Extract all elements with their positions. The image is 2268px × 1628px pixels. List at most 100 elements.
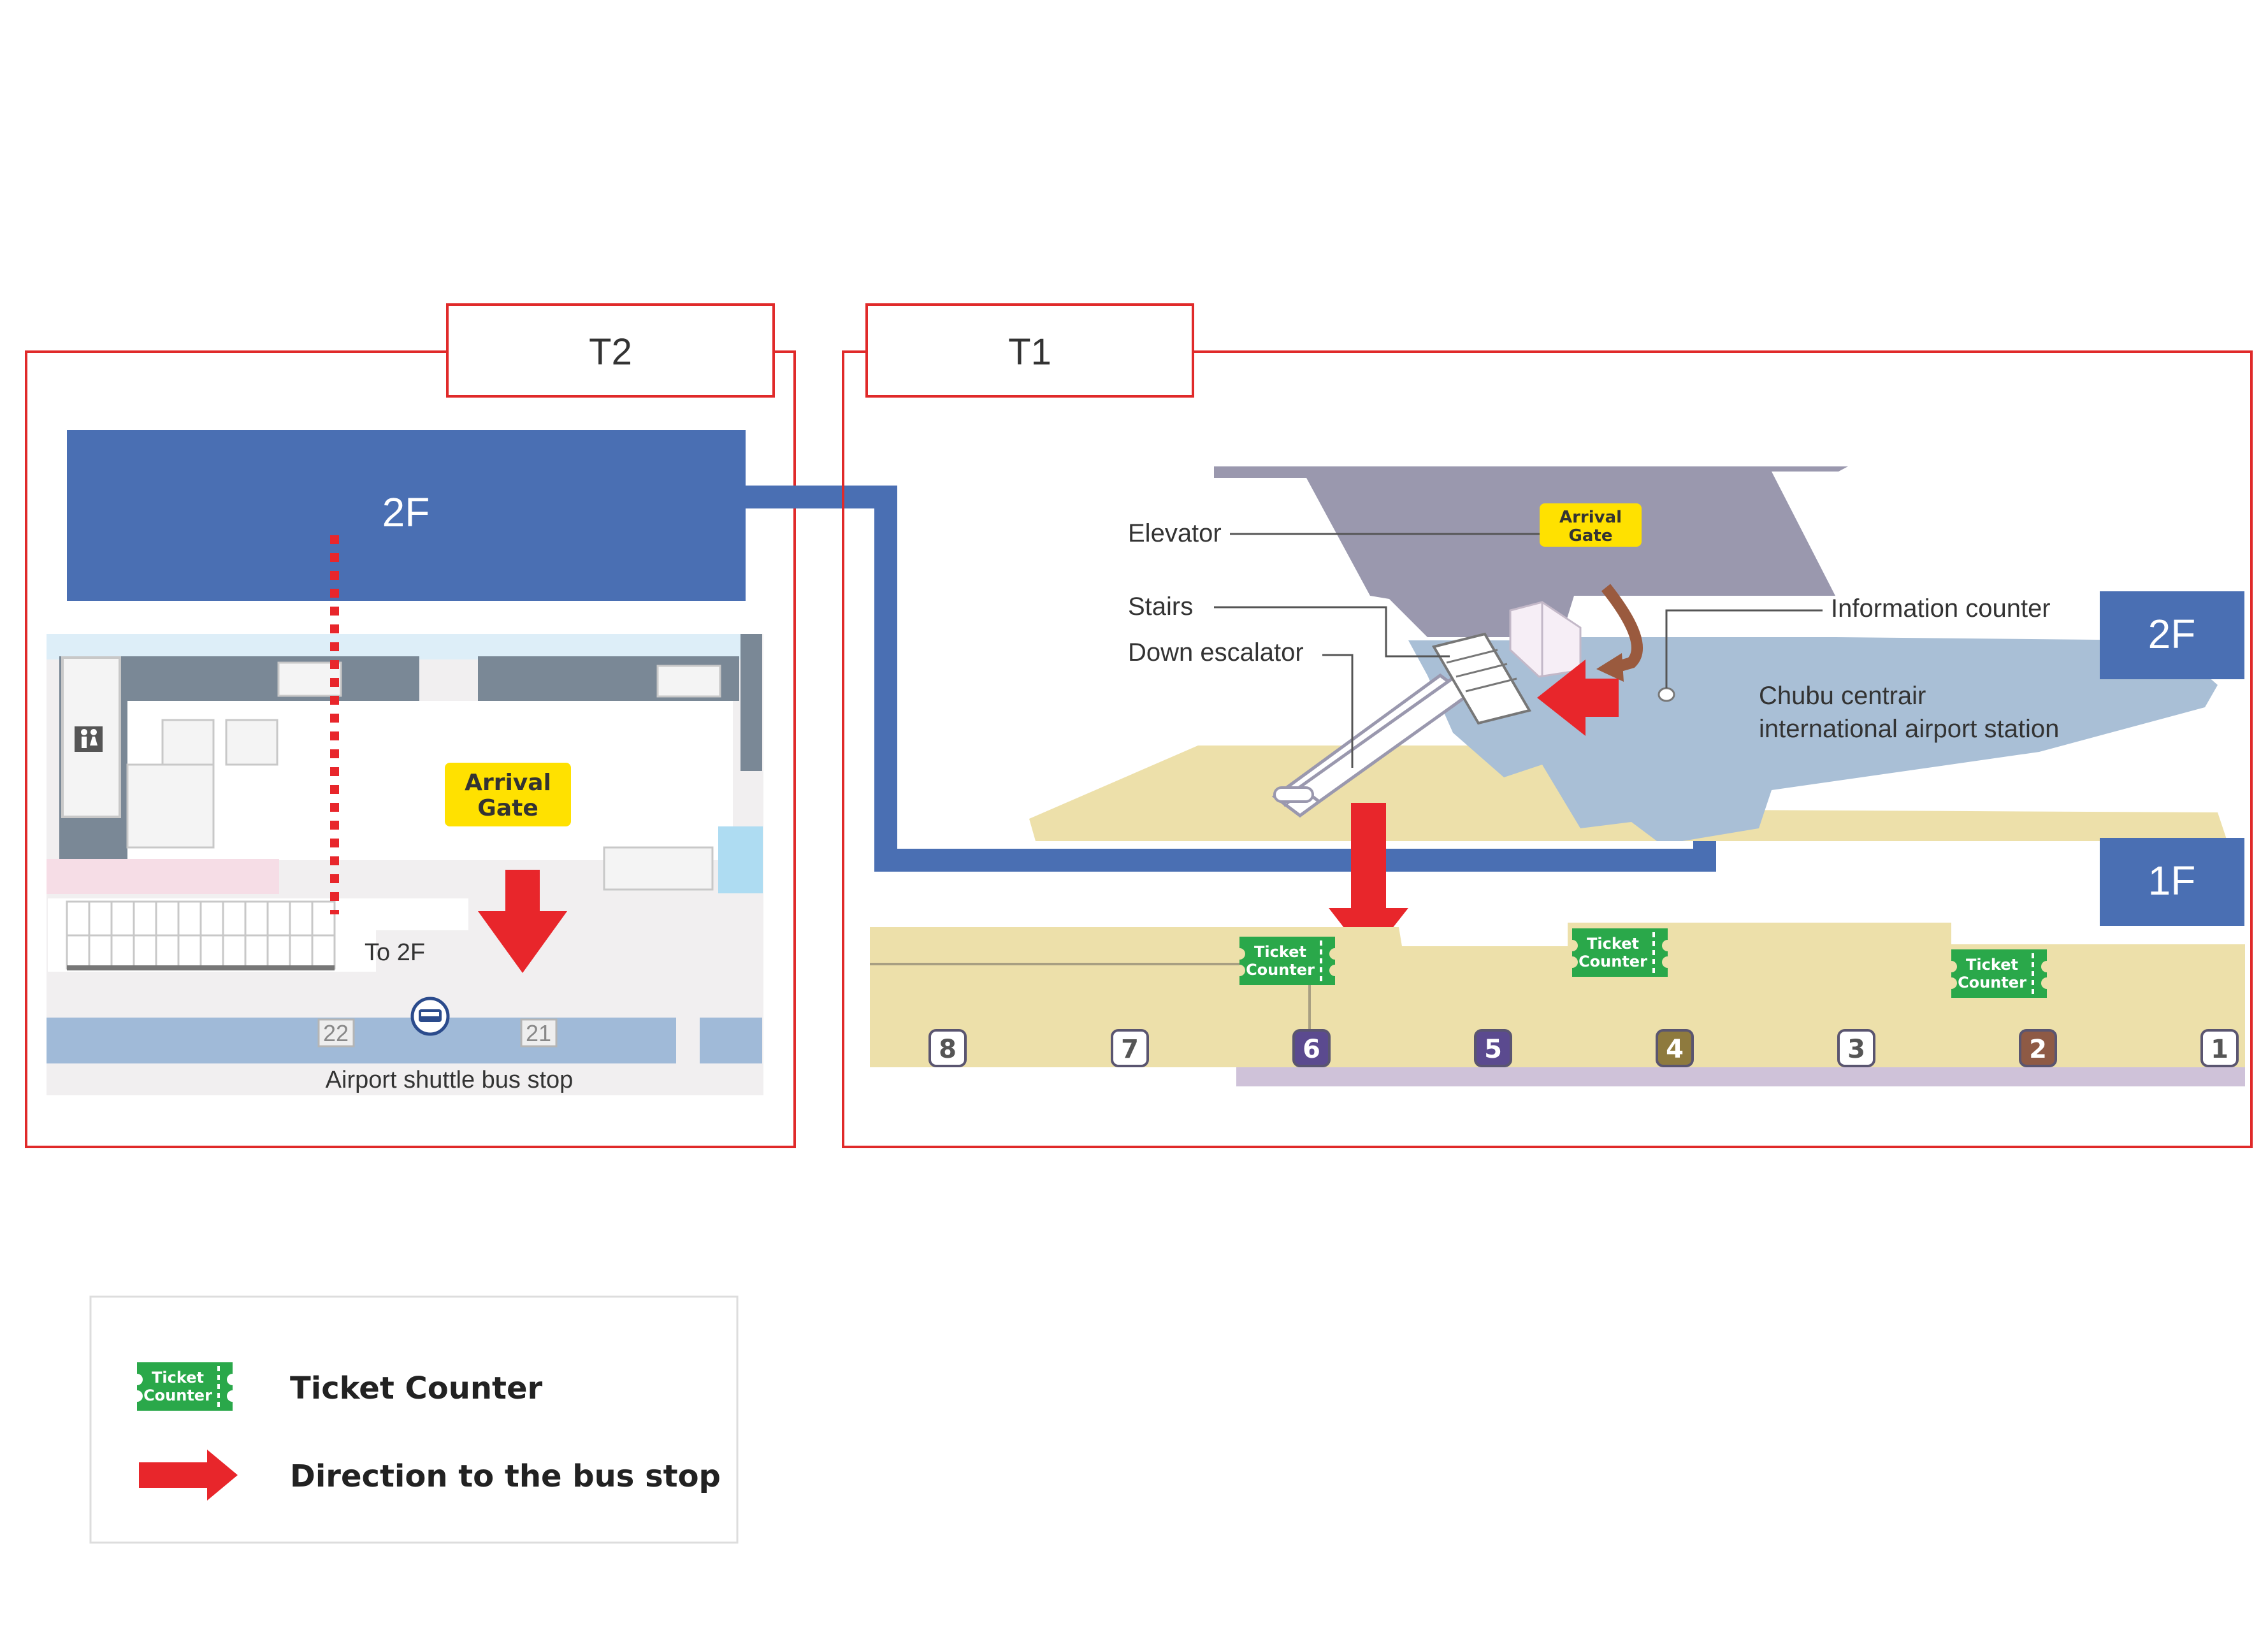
t1-ticket-counter-2-line1: Ticket [1966, 956, 2018, 974]
t1-information-counter-marker [1658, 687, 1675, 702]
platform-number-8: 8 [928, 1029, 967, 1067]
platform-number-6: 6 [1292, 1029, 1331, 1067]
t2-block-f [603, 846, 714, 891]
t1-down-escalator-leader [1322, 654, 1354, 768]
t2-title: T2 [589, 331, 632, 373]
platform-number-badge [1474, 1029, 1512, 1067]
t1-down-escalator-label: Down escalator [1128, 638, 1304, 666]
platform-number-label: 3 [1847, 1035, 1865, 1064]
t1-2f-badge [2100, 591, 2244, 679]
t1-stairs [1431, 632, 1532, 725]
t2-2f-band [67, 430, 746, 601]
t1-ticket-counter-2: Ticket Counter [1950, 948, 2048, 999]
t2-title-box [446, 303, 775, 398]
platform-number-label: 7 [1121, 1035, 1139, 1064]
legend-ticket-icon-line2: Counter [143, 1387, 212, 1404]
t1-elevator-label: Elevator [1128, 519, 1222, 547]
t2-stop-21: 21 [520, 1018, 558, 1048]
platform-number-4: 4 [1656, 1029, 1694, 1067]
t1-1f-track [1236, 1067, 2245, 1086]
t2-block-e [656, 665, 721, 698]
platform-number-badge [1111, 1029, 1149, 1067]
platform-number-label: 2 [2029, 1035, 2047, 1064]
t2-section: T2 2F [25, 303, 796, 1148]
t2-restroom-block [61, 656, 121, 818]
t1-gate-exit-arrowhead [1596, 653, 1624, 682]
t2-window-blue [718, 826, 763, 893]
t2-stairs [66, 900, 336, 970]
platform-number-5: 5 [1474, 1029, 1512, 1067]
t1-1f-badge [2100, 838, 2244, 926]
t2-stop-21-label: 21 [526, 1020, 551, 1046]
t2-block-a [126, 763, 215, 849]
t1-ticket-counter-4: Ticket Counter [1571, 927, 1669, 978]
t2-arrival-gate-line1: Arrival [465, 770, 551, 796]
restroom-icon [75, 726, 103, 752]
t2-sky-strip [47, 634, 741, 659]
t1-red-left-arrow [1537, 659, 1619, 736]
t1-1f-label: 1F [2148, 858, 2196, 904]
t2-white-hall [127, 701, 733, 860]
t1-ticket-counter-6-line2: Counter [1246, 961, 1315, 979]
t2-bus-direction-arrow [478, 870, 567, 973]
platform-number-badge [928, 1029, 967, 1067]
t2-gate-recess [468, 898, 763, 972]
t2-arrival-gate-line2: Gate [477, 795, 538, 821]
platform-number-badge [1292, 1029, 1331, 1067]
t2-pink-strip [47, 859, 279, 894]
t1-stairs-label: Stairs [1128, 593, 1193, 621]
platform-number-badge [2200, 1029, 2239, 1067]
platform-number-badge [1837, 1029, 1875, 1067]
legend-box [89, 1295, 739, 1544]
t2-bus-stop-label: Airport shuttle bus stop [326, 1067, 574, 1093]
legend-direction-arrow-icon [139, 1450, 238, 1501]
t1-station-label-line1: Chubu centrair [1759, 682, 1926, 710]
t1-arrival-gate-line2: Gate [1569, 526, 1613, 545]
bus-icon [410, 997, 450, 1036]
legend-direction: Direction to the bus stop [290, 1459, 721, 1494]
t2-road [47, 1018, 676, 1063]
t2-arrival-gate: Arrival Gate [445, 763, 571, 826]
t1-stairs-leader [1214, 606, 1450, 658]
t1-information-counter-leader [1665, 609, 1823, 688]
t1-arrival-gate: Arrival Gate [1540, 503, 1642, 547]
t1-ticket-counter-2-line2: Counter [1958, 974, 2026, 991]
t2-block-c [225, 719, 278, 766]
platform-number-label: 8 [939, 1035, 957, 1064]
t2-to-2f-label: To 2F [365, 939, 425, 966]
t2-road-right [700, 1018, 762, 1063]
t1-platform-numbers: 8 7 6 5 4 3 2 1 [928, 1029, 2239, 1067]
platform-number-label: 4 [1666, 1035, 1684, 1064]
t1-station-label-line2: international airport station [1759, 715, 2059, 743]
t2-wall-post [740, 634, 762, 771]
platform-number-2: 2 [2019, 1029, 2057, 1067]
t2-2f-label: 2F [382, 489, 430, 535]
t1-down-escalator [1271, 666, 1488, 818]
legend-ticket-icon: Ticket Counter [136, 1361, 234, 1412]
t1-title: T1 [1008, 331, 1051, 373]
legend-ticket-icon-line1: Ticket [152, 1369, 204, 1387]
legend: Ticket Counter Ticket Counter Direction … [89, 1295, 739, 1544]
t1-1f-platform [870, 923, 2245, 1067]
t1-bus-direction-arrow [1329, 803, 1408, 959]
t1-concourse [1214, 466, 1848, 637]
t2-stop-22: 22 [317, 1018, 355, 1048]
t1-ticket-counter-6-line1: Ticket [1254, 943, 1306, 961]
t2-stop-22-label: 22 [323, 1020, 349, 1046]
t1-gate-exit-arrow [1601, 584, 1643, 675]
t1-ticket-counter-4-line2: Counter [1578, 953, 1647, 970]
platform-number-label: 5 [1484, 1035, 1502, 1064]
t1-ticket-counter-6: Ticket Counter [1238, 935, 1336, 986]
t1-ticket-counter-4-line1: Ticket [1587, 935, 1639, 953]
t1-2f-label: 2F [2148, 611, 2196, 657]
platform-number-7: 7 [1111, 1029, 1149, 1067]
t1-information-counter-label: Information counter [1831, 594, 2051, 623]
platform-number-label: 1 [2211, 1035, 2228, 1064]
t2-wall-line [67, 965, 335, 970]
t2-frame [25, 350, 796, 1148]
t1-arrival-gate-line1: Arrival [1559, 508, 1622, 527]
platform-number-badge [2019, 1029, 2057, 1067]
platform-number-label: 6 [1303, 1035, 1320, 1064]
platform-number-1: 1 [2200, 1029, 2239, 1067]
